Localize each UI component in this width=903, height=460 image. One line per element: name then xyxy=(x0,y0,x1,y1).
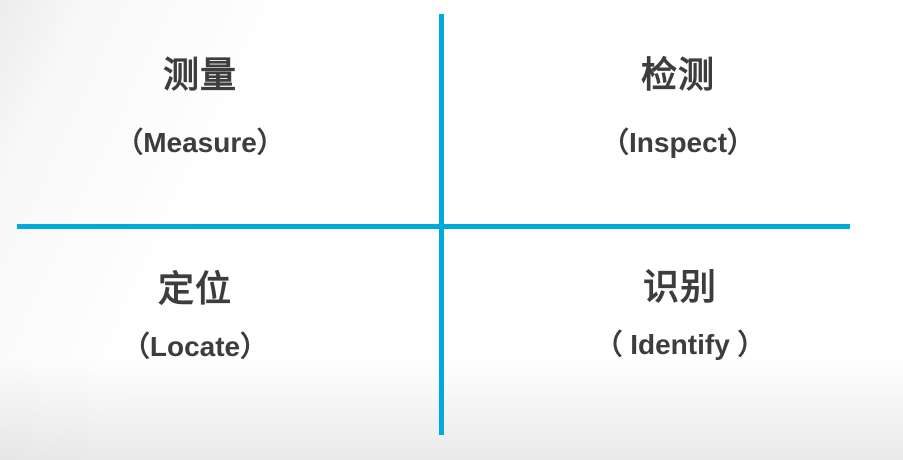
quadrant-locate-label-en: （Locate） xyxy=(121,331,269,362)
quadrant-measure-label-en: （Measure） xyxy=(115,127,285,158)
quadrant-identify-label-en: （ Identify ） xyxy=(594,329,766,360)
quadrant-inspect: 检测 （Inspect） xyxy=(508,56,848,160)
quadrant-measure-label-zh: 测量 xyxy=(162,54,237,96)
horizontal-divider-line xyxy=(17,224,850,229)
quadrant-locate-label-zh: 定位 xyxy=(157,268,232,310)
quadrant-identify: 识别 （ Identify ） xyxy=(510,268,850,362)
quadrant-identify-label-zh: 识别 xyxy=(642,266,717,308)
quadrant-inspect-label-en: （Inspect） xyxy=(600,127,756,158)
quadrant-inspect-label-zh: 检测 xyxy=(640,54,715,96)
quadrant-measure: 测量 （Measure） xyxy=(30,56,370,160)
quadrant-locate: 定位 （Locate） xyxy=(25,270,365,364)
